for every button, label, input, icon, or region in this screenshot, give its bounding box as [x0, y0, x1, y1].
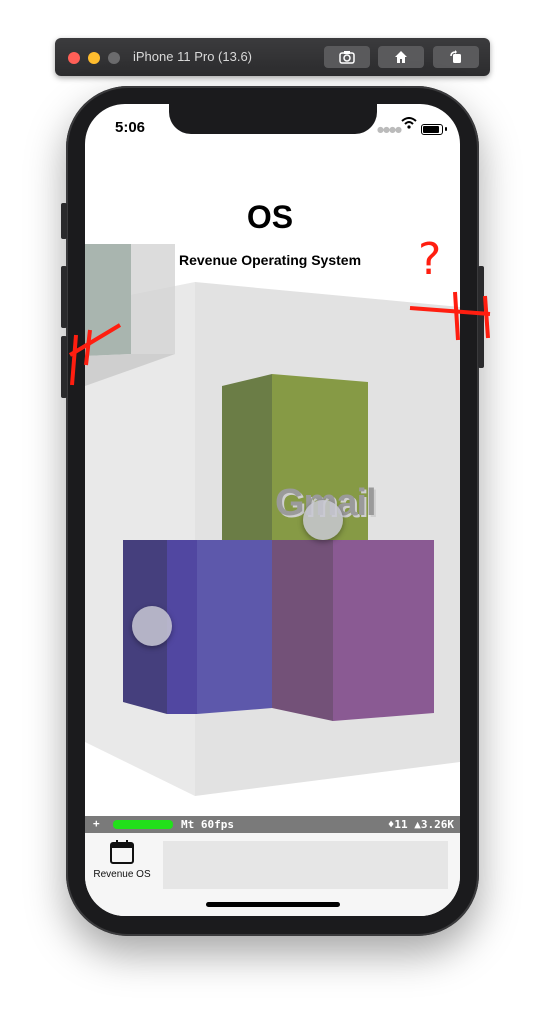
home-icon	[395, 51, 407, 63]
annotation-right-tick-2	[483, 295, 490, 339]
home-button[interactable]	[378, 46, 424, 68]
ghost-box-bottom	[85, 354, 175, 386]
app-subtitle: Revenue Operating System	[178, 252, 362, 268]
perf-expand-button[interactable]: +	[93, 817, 100, 830]
purple-block-front	[333, 540, 434, 721]
rotate-icon	[450, 50, 461, 63]
simulator-toolbar: iPhone 11 Pro (13.6)	[55, 38, 490, 76]
ghost-box-side	[131, 244, 175, 354]
power-button	[478, 266, 484, 368]
purple-block-left	[272, 540, 333, 721]
gmail-node-handle[interactable]	[303, 500, 343, 540]
wifi-icon	[401, 117, 417, 133]
green-block-front	[272, 374, 368, 541]
volume-down-button	[61, 336, 67, 398]
annotation-right-line	[409, 306, 491, 316]
simulator-title: iPhone 11 Pro (13.6)	[133, 49, 252, 64]
maximize-window-button[interactable]	[108, 52, 120, 64]
tab-label: Revenue OS	[93, 869, 151, 880]
rotate-button[interactable]	[433, 46, 479, 68]
silent-switch	[61, 203, 67, 239]
annotation-right-tick-1	[453, 291, 460, 341]
notch	[169, 104, 377, 134]
ghost-box-front	[85, 244, 131, 356]
minimize-window-button[interactable]	[88, 52, 100, 64]
annotation-question-mark: ?	[418, 234, 441, 285]
volume-up-button	[61, 266, 67, 328]
blue-block-front	[197, 540, 272, 714]
perf-monitor-bar[interactable]: + Mt 60fps ♦11 ▲3.26K	[85, 816, 460, 833]
battery-icon	[421, 124, 443, 135]
tab-bar-placeholder-panel	[163, 841, 448, 889]
cellular-signal-icon: ●●●●	[377, 125, 402, 134]
battery-tip	[445, 127, 447, 131]
home-indicator[interactable]	[206, 902, 340, 907]
blue-block-node-handle[interactable]	[132, 606, 172, 646]
annotation-left-line	[68, 323, 122, 357]
annotation-left-tick-2	[84, 329, 92, 366]
screenshot-button[interactable]	[324, 46, 370, 68]
fps-readout: Mt 60fps	[181, 818, 234, 831]
green-block-left	[222, 374, 272, 541]
app-title: OS	[246, 199, 294, 235]
fps-meter	[113, 820, 173, 829]
close-window-button[interactable]	[68, 52, 80, 64]
blue-block-mid	[167, 540, 197, 714]
draw-stats: ♦11 ▲3.26K	[387, 818, 454, 831]
tab-revenue-os[interactable]: Revenue OS	[91, 839, 153, 880]
status-time: 5:06	[115, 119, 146, 136]
device-screen: 5:06 ●●●● OS Revenue Operating System Gm…	[85, 104, 460, 916]
screenshot-icon	[339, 51, 355, 64]
calendar-icon	[110, 840, 134, 864]
annotation-left-tick-1	[70, 334, 78, 386]
